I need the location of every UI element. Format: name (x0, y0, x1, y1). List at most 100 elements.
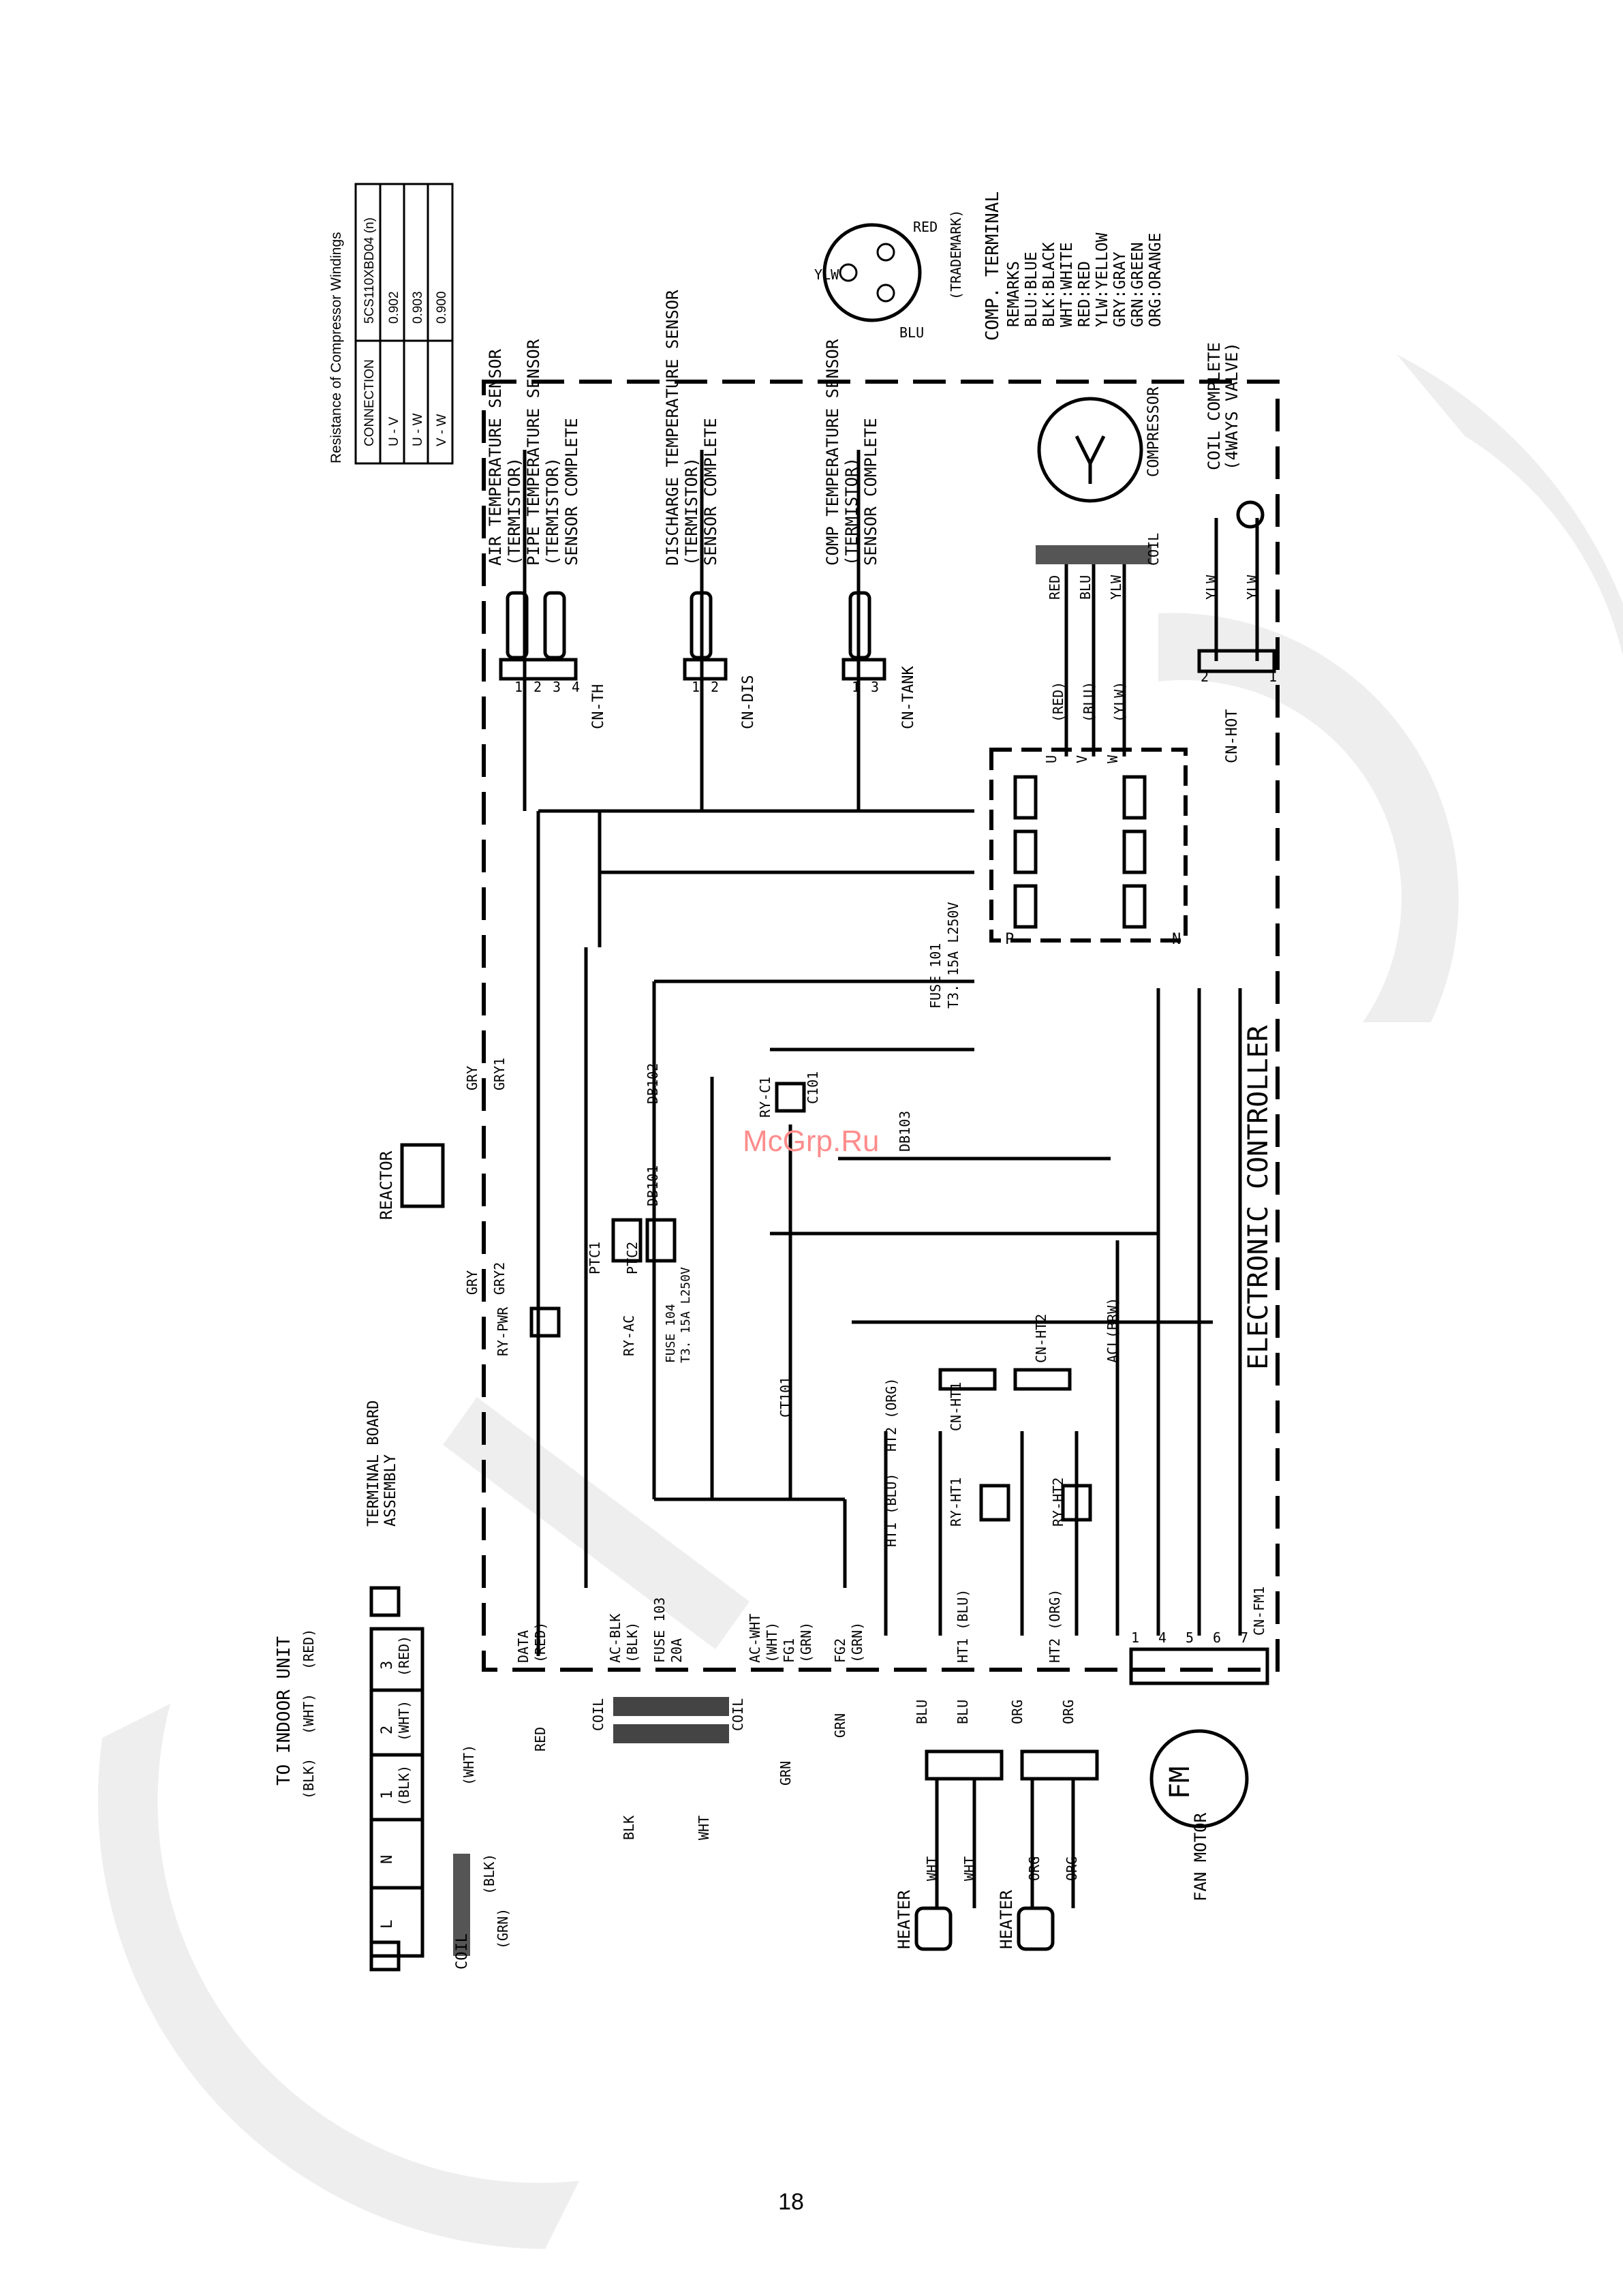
heater-elements (914, 1749, 1099, 1951)
watermark-text: McGrp.Ru (743, 1124, 880, 1158)
compressor-wire-label: RED (1047, 575, 1063, 600)
resistance-cell: V - W (435, 414, 449, 446)
terminal-cell-color: (BLK) (396, 1765, 412, 1806)
cn-ht2-label: CN-HT2 (1033, 1314, 1049, 1363)
sensor-pin-label: 1 (514, 679, 523, 695)
wire-gry: GRY (464, 1066, 480, 1090)
coil-label: COIL (730, 1698, 746, 1731)
compressor-coil-label: COIL (1145, 533, 1162, 566)
db103-label: DB103 (897, 1111, 913, 1152)
wire-color-label: RED (532, 1727, 548, 1751)
ptc1-label: PTC1 (587, 1242, 603, 1274)
compressor-symbol (1036, 397, 1151, 564)
fuse-101-label: FUSE 101 (927, 943, 944, 1009)
wire-gry1: GRY1 (491, 1058, 508, 1090)
ry-pwr-label: RY-PWR (495, 1306, 511, 1356)
db101-label: DB101 (645, 1165, 661, 1206)
terminal-board-label: ASSEMBLY (382, 1454, 399, 1527)
sensor-label: PIPE TEMPERATURE SENSOR (524, 339, 543, 566)
valve-coil-symbol (1197, 500, 1276, 673)
terminal-coil-label: COIL (454, 1933, 471, 1970)
resistance-title: Resistance of Compressor Windings (328, 232, 344, 463)
heater-label: HEATER (895, 1890, 914, 1949)
remarks-line: RED:RED (1076, 261, 1094, 327)
ac-blk-color: (BLK) (624, 1622, 640, 1663)
acl-label: ACL(BRW) (1104, 1298, 1121, 1363)
db102-label: DB102 (645, 1063, 661, 1104)
ipm-phase-label: V (1074, 755, 1090, 763)
ac-blk-label: AC-BLK (607, 1614, 623, 1663)
ht2-wire-label: HT2 (ORG) (1047, 1589, 1063, 1663)
ipm-phase-color: (YLW) (1111, 682, 1128, 722)
fuse-104-label: FUSE 104 (664, 1304, 678, 1363)
sensor-label: (TERMISTOR) (682, 457, 701, 566)
fan-motor-pin: 7 (1240, 1629, 1248, 1646)
heater-wire-label: WHT (961, 1856, 978, 1881)
fg2-label: FG2 (832, 1638, 848, 1663)
ry-ht2-label: RY-HT2 (1050, 1478, 1066, 1527)
sensor-label: SENSOR COMPLETE (861, 418, 880, 566)
fan-motor-pin: 4 (1158, 1629, 1166, 1646)
remarks-line: GRN:GREEN (1129, 242, 1147, 327)
ipm-phase-color: (RED) (1050, 682, 1066, 722)
terminal-wire-color: (BLK) (300, 1758, 317, 1799)
resistance-cell: 0.902 (387, 291, 401, 324)
sensor-connector-label: CN-DIS (740, 675, 757, 729)
heater-wire-label: ORG (1026, 1856, 1042, 1881)
ac-wht-label: AC-WHT (747, 1614, 763, 1663)
ac-wht-color: (WHT) (764, 1622, 780, 1663)
wire-color-label: GRN (832, 1713, 848, 1738)
grn-label: (GRN) (849, 1622, 865, 1663)
sensor-connector-label: CN-TH (590, 684, 607, 729)
fan-motor-pin: 5 (1186, 1629, 1194, 1646)
terminal-cell-color: (WHT) (396, 1700, 412, 1741)
sensor-pin-label: 1 (692, 679, 700, 695)
terminal-grn-label: (GRN) (495, 1908, 511, 1949)
ipm-phase-label: U (1043, 755, 1060, 763)
heater-label: HEATER (997, 1890, 1016, 1949)
valve-pin-label: 2 (1201, 669, 1209, 685)
resistance-cell: U - W (411, 413, 425, 446)
comp-terminal-title: COMP. TERMINAL (983, 192, 1003, 341)
terminal-cell-label: 1 (379, 1790, 396, 1799)
sensor-label: SENSOR COMPLETE (701, 418, 720, 566)
ry-ht1-label: RY-HT1 (948, 1478, 964, 1527)
data-color: (RED) (532, 1622, 548, 1663)
terminal-blk-label: (BLK) (481, 1854, 497, 1895)
sensor-label: COMP TEMPERATURE SENSOR (823, 339, 842, 566)
remarks-line: WHT:WHITE (1058, 242, 1076, 327)
valve-connector-label: CN-HOT (1224, 709, 1241, 763)
comp-terminal-trademark: (TRADEMARK) (948, 210, 964, 300)
sensor-probes (499, 591, 886, 681)
fuse-104-rating: T3. 15A L250V (679, 1267, 693, 1363)
wire-color-label: WHT (696, 1816, 712, 1840)
terminal-cell-label: N (379, 1855, 396, 1864)
wire-color-label: ORG (1060, 1700, 1077, 1724)
ht1-wire-label: HT1 (BLU) (955, 1589, 971, 1663)
ct101-label: CT101 (777, 1377, 794, 1418)
wire-gry2: GRY2 (491, 1262, 508, 1295)
ipm-p-label: P (1005, 931, 1014, 948)
wire-gry: GRY (464, 1270, 480, 1295)
cn-ht1-label: CN-HT1 (948, 1382, 964, 1431)
c101-label: C101 (805, 1071, 821, 1104)
coil-label: COIL (590, 1698, 606, 1731)
electronic-controller-title: ELECTRONIC CONTROLLER (1243, 1024, 1274, 1370)
sensor-label: (TERMISTOR) (505, 457, 524, 566)
background-watermark (97, 354, 1623, 2249)
valve-pin-label: 1 (1269, 669, 1277, 685)
grn-label: (GRN) (798, 1622, 814, 1663)
ry-c1-label: RY-C1 (757, 1077, 773, 1118)
coil-ferrite (613, 1697, 729, 1743)
comp-terminal-pin: RED (913, 219, 938, 235)
fan-motor-symbol-text: FM (1164, 1766, 1196, 1799)
resistance-cell: 0.903 (411, 291, 425, 324)
terminal-cell-label: 3 (379, 1661, 396, 1670)
fg1-label: FG1 (781, 1638, 797, 1663)
ipm-phase-label: W (1104, 754, 1121, 763)
comp-terminal-pin: YLW (814, 266, 839, 283)
ht1-blu-label: HT1 (BLU) (883, 1473, 899, 1547)
sensor-pin-label: 1 (852, 679, 860, 695)
to-indoor-unit-label: TO INDOOR UNIT (274, 1636, 294, 1786)
